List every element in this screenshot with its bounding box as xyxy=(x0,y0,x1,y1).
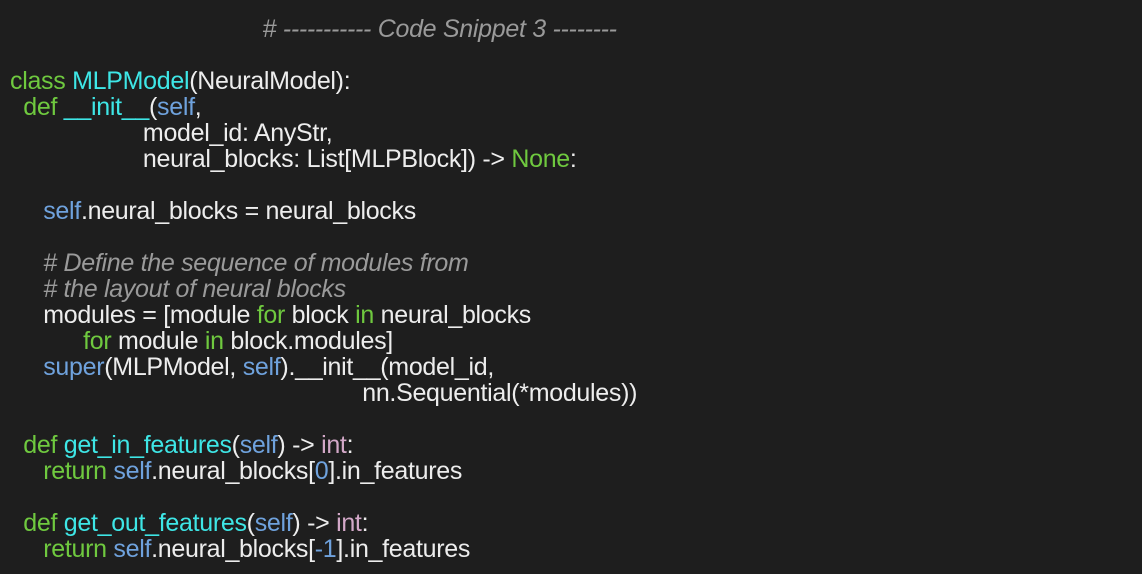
code-token: .neural_blocks = neural_blocks xyxy=(80,197,416,225)
code-token: __init__ xyxy=(63,93,149,121)
code-token: # the layout of neural blocks xyxy=(10,275,346,303)
code-token: def xyxy=(10,93,64,121)
code-token: block.modules] xyxy=(223,327,393,355)
code-token: , xyxy=(194,93,202,121)
code-token: get_out_features xyxy=(63,509,247,537)
code-line: for module in block.modules] xyxy=(10,328,637,354)
code-token: self xyxy=(43,197,81,225)
code-line xyxy=(10,42,637,68)
code-line xyxy=(10,224,637,250)
code-line: self.neural_blocks = neural_blocks xyxy=(10,198,637,224)
code-line: def __init__(self, xyxy=(10,94,637,120)
code-line xyxy=(10,172,637,198)
code-token: return xyxy=(43,457,114,485)
code-token: modules = [module xyxy=(10,301,257,329)
code-token: nn.Sequential(*modules)) xyxy=(10,379,638,407)
code-line: # the layout of neural blocks xyxy=(10,276,637,302)
code-token: .neural_blocks[ xyxy=(151,457,315,485)
code-token: def xyxy=(10,431,64,459)
code-token: MLPModel xyxy=(72,67,190,95)
code-token: in xyxy=(355,301,374,329)
code-snippet: # ----------- Code Snippet 3 -------- cla… xyxy=(10,16,637,562)
code-token: ) -> xyxy=(277,431,322,459)
code-token: ) -> xyxy=(292,509,337,537)
code-token: 0 xyxy=(314,457,329,485)
code-token: self xyxy=(113,457,152,485)
code-line: model_id: AnyStr, xyxy=(10,120,637,146)
code-token: neural_blocks: List[MLPBlock]) -> xyxy=(10,145,512,173)
code-token: : xyxy=(361,509,369,537)
code-line: modules = [module for block in neural_bl… xyxy=(10,302,637,328)
code-token: ].in_features xyxy=(328,457,463,485)
code-token: .neural_blocks[ xyxy=(151,535,315,563)
code-token: get_in_features xyxy=(63,431,232,459)
code-line: neural_blocks: List[MLPBlock]) -> None: xyxy=(10,146,637,172)
code-token: for xyxy=(256,301,286,329)
code-token: ).__init__(model_id, xyxy=(280,353,494,381)
code-token: def xyxy=(10,509,64,537)
code-token: ( xyxy=(231,431,240,459)
code-token: class xyxy=(10,67,73,95)
code-token: (NeuralModel): xyxy=(189,67,351,95)
code-token: self xyxy=(254,509,293,537)
code-token: return xyxy=(43,535,114,563)
code-token: self xyxy=(242,353,281,381)
code-line: super(MLPModel, self).__init__(model_id, xyxy=(10,354,637,380)
code-token: in xyxy=(204,327,224,355)
code-token: : xyxy=(346,431,354,459)
code-token: None xyxy=(511,145,570,173)
code-token: ( xyxy=(246,509,255,537)
code-token: self xyxy=(239,431,278,459)
code-token: # Define the sequence of modules from xyxy=(10,249,469,277)
code-line xyxy=(10,406,637,432)
code-token: self xyxy=(157,93,195,121)
code-token: neural_blocks xyxy=(374,301,532,329)
code-line: # Define the sequence of modules from xyxy=(10,250,637,276)
code-token: : xyxy=(569,145,577,173)
code-token: # ----------- Code Snippet 3 -------- xyxy=(10,15,617,43)
code-token: self xyxy=(113,535,152,563)
code-token: int xyxy=(336,509,362,537)
code-line: nn.Sequential(*modules)) xyxy=(10,380,637,406)
code-line: def get_in_features(self) -> int: xyxy=(10,432,637,458)
code-line: class MLPModel(NeuralModel): xyxy=(10,68,637,94)
code-token xyxy=(10,535,43,563)
code-token: for xyxy=(83,327,112,355)
code-token: model_id: AnyStr, xyxy=(10,119,333,147)
code-token: -1 xyxy=(314,535,337,563)
code-line xyxy=(10,484,637,510)
code-token xyxy=(10,197,43,225)
code-token: (MLPModel, xyxy=(104,353,243,381)
code-token xyxy=(10,353,43,381)
code-line: return self.neural_blocks[0].in_features xyxy=(10,458,637,484)
code-token: int xyxy=(321,431,347,459)
code-line: # ----------- Code Snippet 3 -------- xyxy=(10,16,637,42)
code-token: module xyxy=(111,327,205,355)
code-token: block xyxy=(284,301,356,329)
code-token xyxy=(10,457,43,485)
code-token xyxy=(10,327,83,355)
code-token: super xyxy=(43,353,105,381)
code-token: ( xyxy=(148,93,158,121)
code-token: ].in_features xyxy=(336,535,471,563)
code-line: def get_out_features(self) -> int: xyxy=(10,510,637,536)
code-line: return self.neural_blocks[-1].in_feature… xyxy=(10,536,637,562)
